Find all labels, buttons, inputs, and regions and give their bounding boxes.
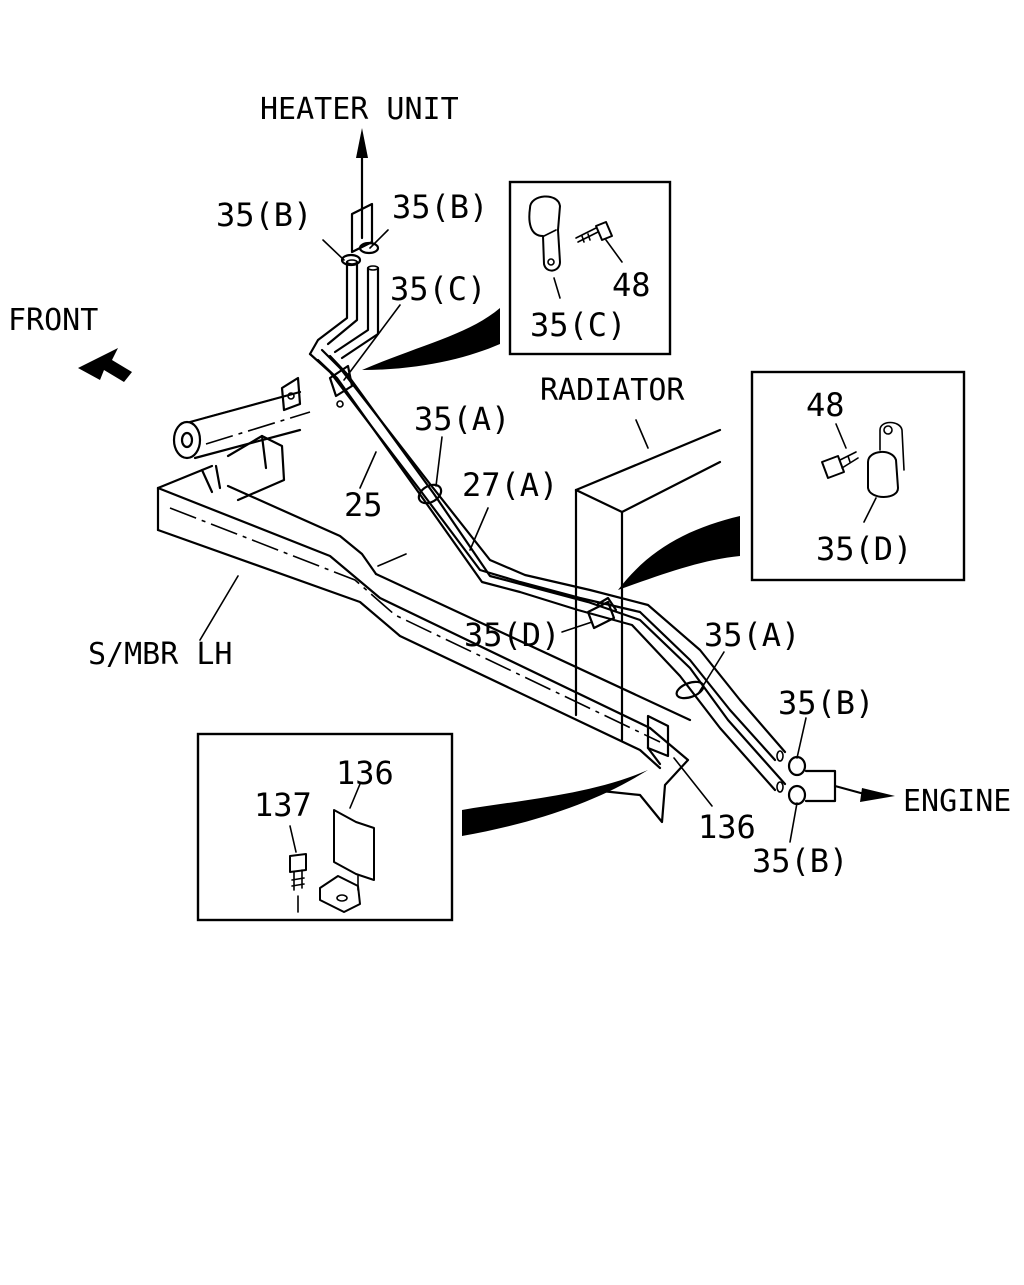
front-label: FRONT	[8, 303, 98, 338]
radiator	[574, 419, 722, 742]
callout-35c: 35(C)	[390, 270, 486, 308]
callout-27a: 27(A)	[462, 466, 558, 504]
detail-bracket-part-137: 137	[254, 786, 312, 824]
flow-arrows	[78, 128, 895, 803]
detail-c-part-35c: 35(C)	[530, 306, 626, 344]
detail-box-clip-d: 48 35(D)	[750, 370, 966, 582]
leader-lines	[322, 229, 807, 843]
radiator-label: RADIATOR	[540, 373, 685, 408]
front-arrow-icon	[78, 348, 132, 382]
callout-35b-top-left: 35(B)	[216, 196, 312, 234]
heater-hoses	[308, 259, 787, 793]
detail-d-part-35d: 35(D)	[816, 530, 912, 568]
zoom-wedges	[362, 308, 740, 836]
side-member-label: S/MBR LH	[88, 637, 233, 672]
callout-35a-lower: 35(A)	[704, 616, 800, 654]
cross-tube	[172, 376, 311, 502]
detail-box-bracket: 136 137	[196, 732, 454, 922]
callout-25: 25	[344, 486, 383, 524]
callout-35b-top-right: 35(B)	[392, 188, 488, 226]
callout-35b-engine-bottom: 35(B)	[752, 842, 848, 880]
callout-35a-upper: 35(A)	[414, 400, 510, 438]
side-member-frame	[156, 464, 692, 824]
heater-unit-label: HEATER UNIT	[260, 92, 459, 127]
detail-bracket-part-136: 136	[336, 754, 394, 792]
detail-c-part-48: 48	[612, 266, 651, 304]
detail-d-part-48: 48	[806, 386, 845, 424]
engine-label: ENGINE	[903, 784, 1011, 819]
callout-35b-engine-top: 35(B)	[778, 684, 874, 722]
callout-136: 136	[698, 808, 756, 846]
detail-box-clip-c: 48 35(C)	[508, 180, 672, 356]
callout-35d: 35(D)	[464, 616, 560, 654]
bracket-136-installed	[646, 714, 670, 766]
